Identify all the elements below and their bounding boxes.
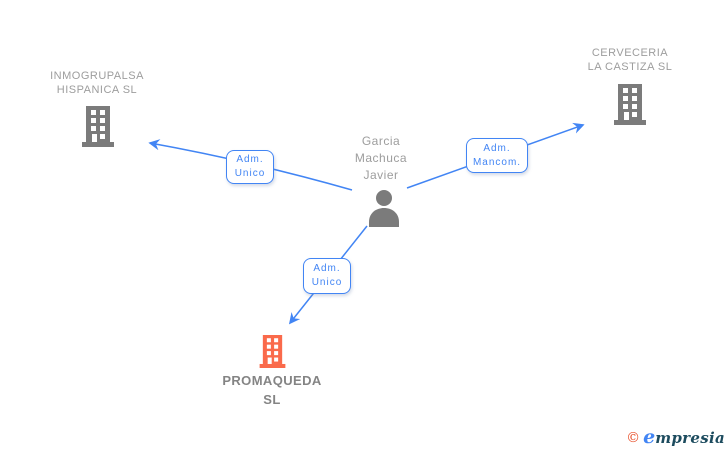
person-name-line: Machuca (354, 151, 408, 165)
edge-label-adm-unico-bottom: Adm. Unico (303, 258, 351, 294)
copyright-symbol: © (626, 430, 641, 446)
edge-label-adm-unico-left: Adm. Unico (226, 150, 274, 184)
company-name-line: SL (263, 392, 281, 407)
edge-label-adm-mancom: Adm. Mancom. (466, 138, 528, 173)
company-name-line: CERVECERIA (591, 47, 669, 59)
person-name-line: Javier (363, 168, 399, 182)
person-name-line: Garcia (361, 134, 401, 148)
company-label-promaqueda[interactable]: PROMAQUEDA SL (182, 371, 362, 409)
edge-label-line: Adm. (483, 142, 511, 154)
company-label-inmogrupalsa[interactable]: INMOGRUPALSA HISPANICA SL (7, 69, 187, 97)
company-label-cerveceria[interactable]: CERVECERIA LA CASTIZA SL (540, 46, 720, 74)
person-label-garcia-machuca-javier[interactable]: Garcia Machuca Javier (301, 133, 461, 184)
edge-label-line: Unico (311, 277, 343, 288)
company-name-line: LA CASTIZA SL (587, 61, 673, 73)
building-icon-highlighted[interactable] (254, 335, 291, 368)
empresia-logo[interactable]: ©empresia (626, 426, 725, 448)
brand-initial: e (643, 426, 656, 448)
edge-label-line: Unico (234, 168, 266, 179)
company-name-line: INMOGRUPALSA (50, 70, 144, 82)
brand-name: mpresia (655, 429, 725, 447)
edge-label-line: Mancom. (472, 156, 522, 168)
person-icon[interactable] (364, 189, 404, 227)
edge-label-line: Adm. (236, 154, 264, 165)
building-icon[interactable] (81, 106, 115, 147)
company-name-line: PROMAQUEDA (222, 373, 322, 388)
company-name-line: HISPANICA SL (56, 84, 138, 96)
edge-label-line: Adm. (313, 263, 341, 274)
building-icon[interactable] (613, 84, 647, 125)
